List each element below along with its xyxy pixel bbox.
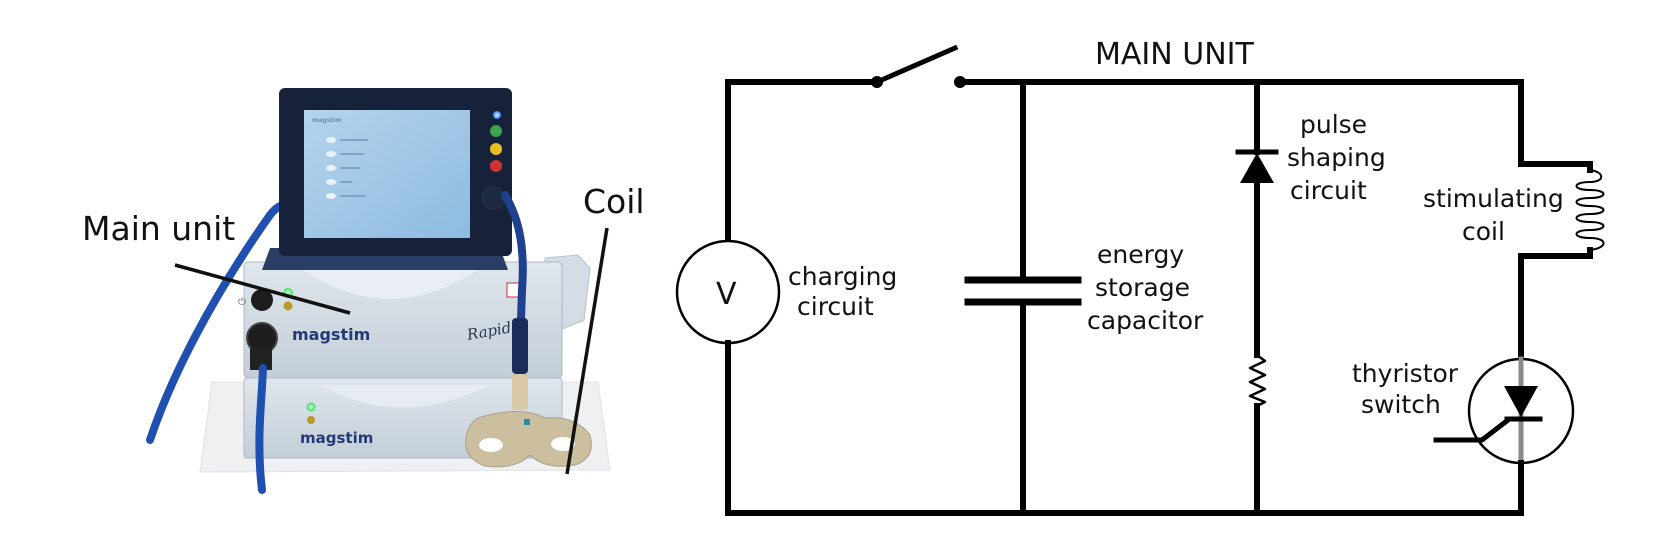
standby-led bbox=[283, 301, 293, 311]
diode-icon bbox=[1235, 149, 1279, 183]
capacitor-label-3: capacitor bbox=[1087, 306, 1204, 335]
coil-circuit-label-2: coil bbox=[1462, 217, 1505, 246]
power-symbol-icon: ⏻ bbox=[238, 297, 246, 308]
wire-bottom bbox=[725, 460, 1524, 516]
power-knob bbox=[251, 289, 273, 311]
lower-brand: magstim bbox=[300, 429, 373, 447]
circuit-diagram: MAIN UNIT V charging circuit energy stor… bbox=[675, 37, 1605, 516]
coil-cable-front bbox=[255, 364, 267, 494]
lower-standby-led bbox=[307, 416, 315, 424]
main-switch bbox=[871, 44, 966, 88]
panel-red-button bbox=[490, 160, 502, 172]
resistor-icon bbox=[1248, 353, 1267, 408]
pulse-label-1: pulse bbox=[1300, 110, 1367, 139]
thyristor-label-2: switch bbox=[1361, 390, 1441, 419]
panel-blue-led bbox=[493, 111, 501, 119]
device-photo: magstim ⏻ magstim Rapid magstim bbox=[82, 88, 645, 494]
capacitor-label-1: energy bbox=[1097, 240, 1184, 269]
coil-inductor-icon bbox=[1575, 168, 1605, 252]
circuit-title: MAIN UNIT bbox=[1095, 37, 1254, 72]
lower-power-led bbox=[306, 402, 316, 412]
charging-label-2: circuit bbox=[797, 292, 874, 321]
pulse-label-2: shaping bbox=[1287, 143, 1386, 172]
coil-cable-right bbox=[501, 191, 527, 354]
wire-right-top bbox=[1518, 79, 1593, 173]
monitor-screen bbox=[304, 110, 470, 238]
panel-dial bbox=[481, 186, 505, 210]
screen-menu bbox=[326, 137, 368, 199]
panel-yellow-button bbox=[490, 143, 502, 155]
thyristor-icon bbox=[1433, 356, 1575, 466]
main-unit-label: Main unit bbox=[82, 209, 235, 248]
pulse-label-3: circuit bbox=[1290, 176, 1367, 205]
wire-right-mid bbox=[1518, 247, 1593, 362]
tms-coil bbox=[465, 411, 592, 468]
capacitor-label-2: storage bbox=[1095, 273, 1190, 302]
panel-green-button bbox=[490, 125, 502, 137]
thyristor-label-1: thyristor bbox=[1352, 359, 1459, 388]
coil-label: Coil bbox=[583, 182, 645, 221]
main-unit-leader-line bbox=[174, 263, 351, 315]
coil-leader-line bbox=[565, 227, 609, 475]
screen-logo: magstim bbox=[312, 117, 341, 124]
charging-label-1: charging bbox=[788, 262, 897, 291]
main-unit-brand: magstim bbox=[292, 325, 370, 344]
wire-top-left bbox=[725, 79, 880, 245]
voltage-source: V bbox=[675, 239, 781, 345]
coil-circuit-label-1: stimulating bbox=[1423, 184, 1564, 213]
voltage-symbol: V bbox=[716, 277, 737, 312]
